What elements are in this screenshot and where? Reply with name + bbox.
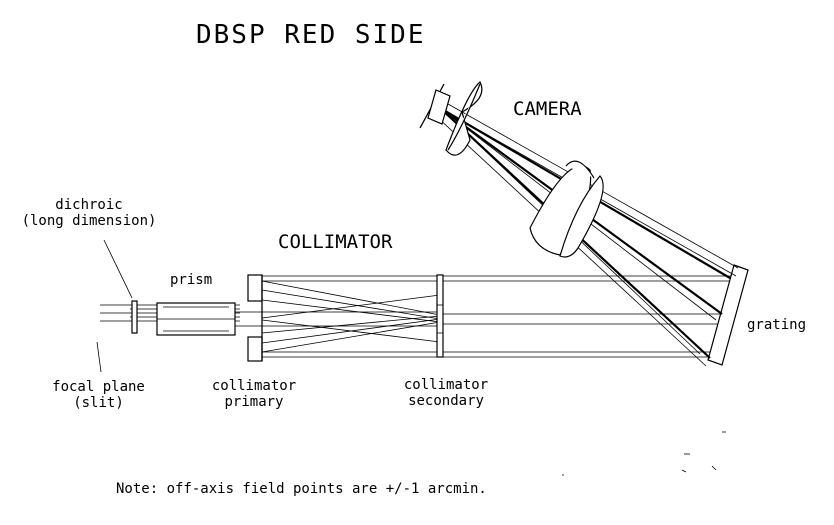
focal-plane-label-line2: (slit) xyxy=(73,395,124,411)
collimator-secondary-label-line2: secondary xyxy=(408,393,484,409)
grating-label: grating xyxy=(747,317,807,333)
collimator-primary-label-line1: collimator xyxy=(211,378,297,394)
camera-label: CAMERA xyxy=(513,98,582,120)
prism-label: prism xyxy=(170,272,213,288)
detector xyxy=(419,83,451,129)
focal-plane-leader xyxy=(96,341,102,373)
footnote: Note: off-axis field points are +/-1 arc… xyxy=(116,481,487,497)
focal-plane-label: focal plane (slit) xyxy=(36,379,161,411)
collimator-secondary-label: collimator secondary xyxy=(390,377,502,409)
dichroic-label-line1: dichroic xyxy=(55,197,123,213)
scan-artifacts xyxy=(562,431,726,476)
collimator-beam xyxy=(235,275,735,358)
dichroic-label: dichroic (long dimension) xyxy=(14,197,164,229)
dichroic-leader xyxy=(103,239,133,299)
camera-beam xyxy=(435,103,739,367)
collimator-primary-mirror xyxy=(247,274,263,362)
collimator-primary-label-line2: primary xyxy=(224,394,284,410)
prism xyxy=(156,302,236,336)
diagram-title: DBSP RED SIDE xyxy=(196,20,426,50)
collimator-primary-label: collimator primary xyxy=(198,378,310,410)
collimator-label: COLLIMATOR xyxy=(278,231,393,253)
camera-lens-small xyxy=(445,81,483,156)
grating xyxy=(707,264,749,366)
dichroic-plate xyxy=(131,300,138,334)
collimator-secondary-mirror xyxy=(436,274,444,358)
dichroic-label-line2: (long dimension) xyxy=(21,213,157,229)
collimator-secondary-label-line1: collimator xyxy=(403,377,489,393)
focal-plane-label-line1: focal plane xyxy=(52,379,145,395)
camera-lens-large xyxy=(529,160,604,258)
